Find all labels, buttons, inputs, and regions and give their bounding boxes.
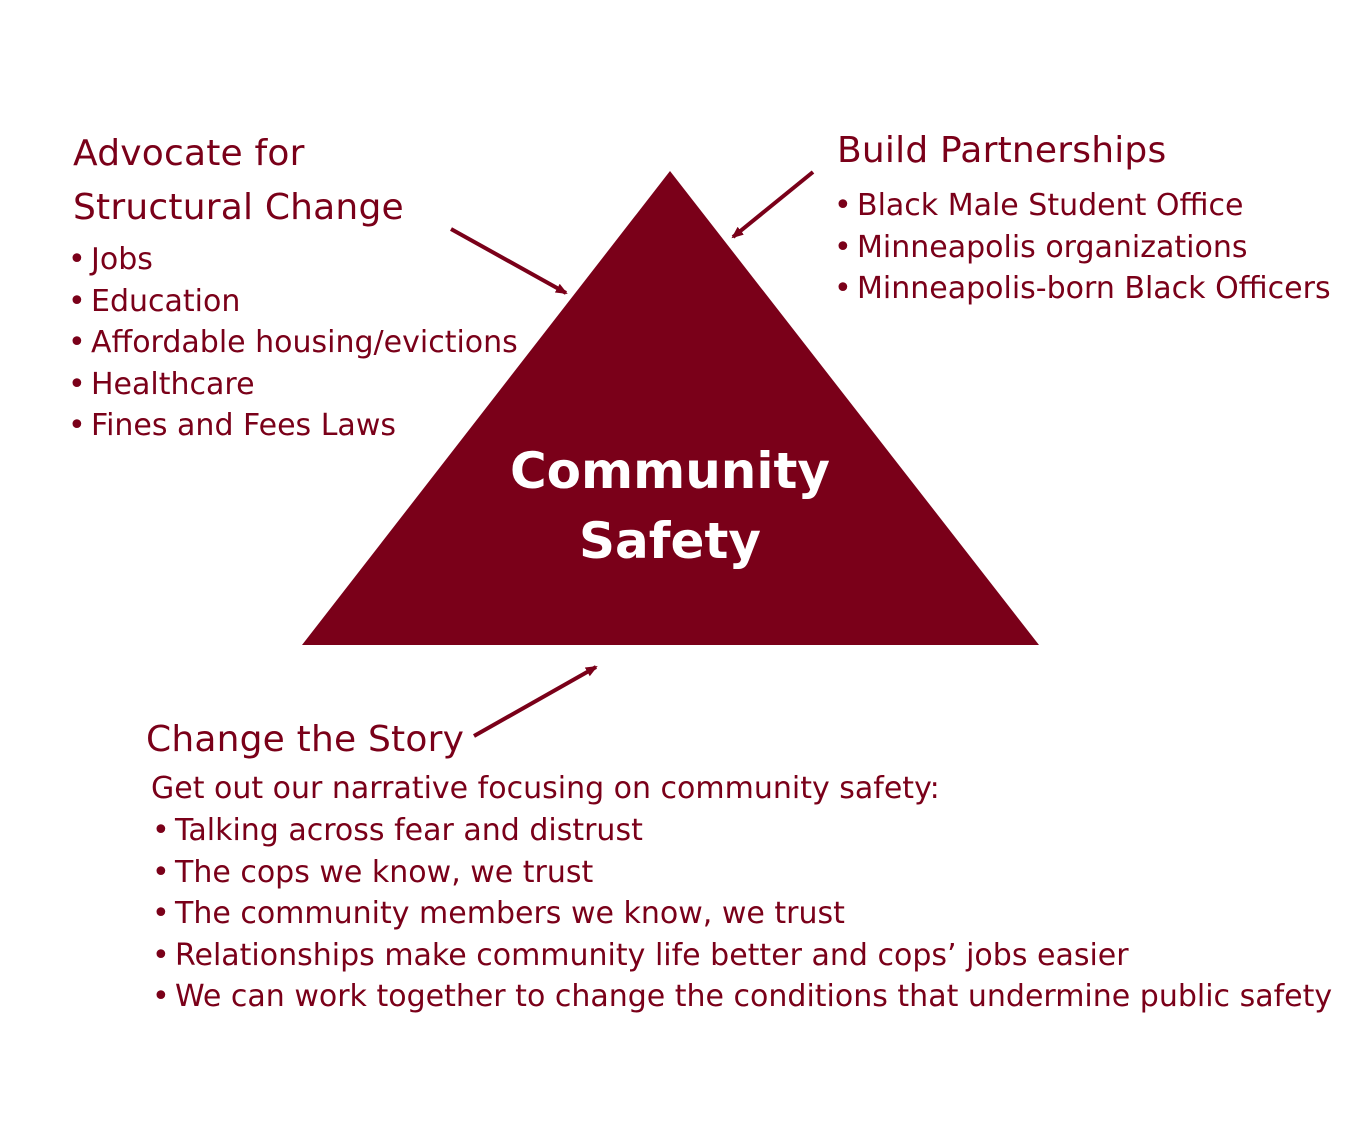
advocate-item: Jobs xyxy=(68,239,518,281)
story-list: Talking across fear and distrust The cop… xyxy=(152,810,1332,1018)
partnerships-heading: Build Partnerships xyxy=(837,130,1167,171)
story-item: We can work together to change the condi… xyxy=(152,976,1332,1018)
center-label-line1: Community xyxy=(509,442,831,500)
partnerships-item: Black Male Student Office xyxy=(834,185,1331,227)
partnerships-item: Minneapolis-born Black Officers xyxy=(834,268,1331,310)
story-item: The community members we know, we trust xyxy=(152,893,1332,935)
partnerships-item: Minneapolis organizations xyxy=(834,227,1331,269)
center-label-line2: Safety xyxy=(579,512,761,570)
advocate-item: Healthcare xyxy=(68,364,518,406)
advocate-item: Education xyxy=(68,281,518,323)
community-safety-label: Community Safety xyxy=(470,436,870,576)
partnerships-list: Black Male Student Office Minneapolis or… xyxy=(834,185,1331,310)
advocate-heading-line2: Structural Change xyxy=(73,187,404,228)
advocate-list: Jobs Education Affordable housing/evicti… xyxy=(68,239,518,447)
arrow-partnerships xyxy=(731,170,815,239)
advocate-heading: Advocate for Structural Change xyxy=(73,127,404,235)
advocate-item: Fines and Fees Laws xyxy=(68,405,518,447)
story-item: Talking across fear and distrust xyxy=(152,810,1332,852)
advocate-heading-line1: Advocate for xyxy=(73,133,305,174)
story-item: The cops we know, we trust xyxy=(152,852,1332,894)
community-safety-triangle xyxy=(302,171,1039,645)
arrow-change-story xyxy=(473,665,598,738)
story-heading: Change the Story xyxy=(146,719,465,760)
story-intro: Get out our narrative focusing on commun… xyxy=(151,771,940,806)
story-item: Relationships make community life better… xyxy=(152,935,1332,977)
advocate-item: Affordable housing/evictions xyxy=(68,322,518,364)
